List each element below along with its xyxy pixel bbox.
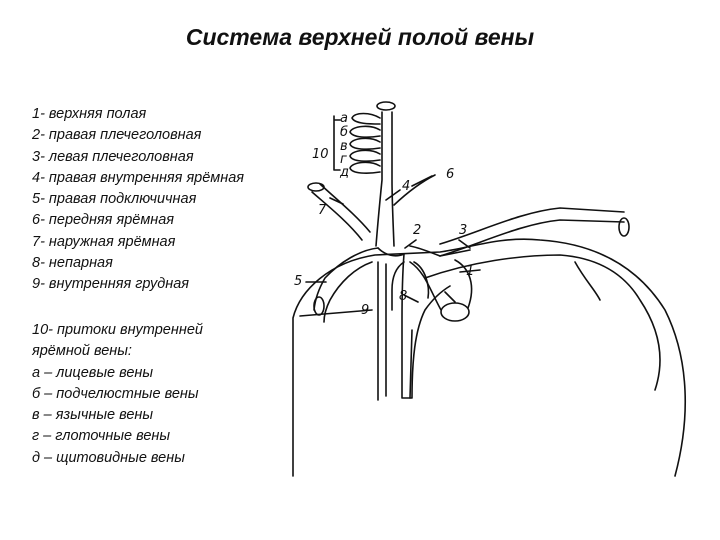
tributaries-list: 10- притоки внутренней ярёмной вены: а –… (32, 320, 287, 469)
label-d: д (339, 165, 349, 180)
internal-jugular-top (376, 101, 396, 111)
legend-item-3: 3- левая плечеголовная (32, 148, 194, 165)
label-v: в (340, 139, 348, 154)
svc-inner (409, 329, 413, 399)
label-8: 8 (399, 289, 407, 304)
legend-item-2: 2- правая плечеголовная (32, 127, 202, 144)
left-brachiocephalic-vein (439, 207, 625, 257)
azygos-vein (391, 261, 430, 311)
label-a: а (340, 111, 348, 126)
heart-inner-curve (424, 254, 661, 391)
internal-thoracic-vein (377, 261, 387, 401)
label-4: 4 (402, 179, 410, 194)
label-2: 2 (413, 223, 421, 238)
page-title: Система верхней полой вены (185, 24, 535, 50)
legend-item-6: 6- передняя ярёмная (32, 212, 175, 229)
label-5: 5 (294, 274, 302, 289)
tributary-item-d: д – щитовидные вены (32, 449, 185, 466)
tributaries-heading-line-1: 10- притоки внутренней (32, 322, 203, 338)
tributary-item-g: г – глоточные вены (32, 428, 171, 445)
left-auricle (574, 261, 601, 301)
legend-list: 1- верхняя полая 2- правая плечеголовная… (32, 104, 282, 296)
legend-item-4: 4- правая внутренняя ярёмная (32, 169, 245, 186)
external-jugular-end (307, 182, 325, 192)
heart-outline (292, 238, 687, 477)
tributary-item-a: а – лицевые вены (32, 364, 154, 381)
superior-vena-cava (401, 253, 451, 399)
leader-lines (299, 115, 481, 317)
label-7: 7 (318, 203, 327, 218)
label-3: 3 (459, 223, 467, 238)
label-6: 6 (446, 167, 454, 182)
legend-item-8: 8- непарная (32, 255, 113, 272)
left-brachiocephalic-end (618, 217, 630, 237)
label-b: б (340, 125, 348, 140)
internal-jugular-vein (375, 111, 395, 247)
tributary-item-v: в – язычные вены (32, 407, 154, 424)
label-9: 9 (361, 303, 369, 318)
legend-item-1: 1- верхняя полая (32, 106, 147, 122)
right-subclavian-end (313, 296, 325, 316)
label-1: 1 (466, 264, 474, 279)
legend-item-9: 9- внутренняя грудная (32, 276, 190, 293)
tributary-loops (349, 112, 381, 174)
tributary-item-b: б – подчелюстные вены (32, 385, 199, 402)
label-g: г (340, 152, 347, 167)
tributaries-heading-line-2: ярёмной вены: (32, 343, 132, 360)
label-10: 10 (312, 147, 329, 162)
legend-item-5: 5- правая подключичная (32, 191, 197, 208)
legend-item-7: 7- наружная ярёмная (32, 233, 176, 250)
aortic-stump (440, 302, 470, 322)
